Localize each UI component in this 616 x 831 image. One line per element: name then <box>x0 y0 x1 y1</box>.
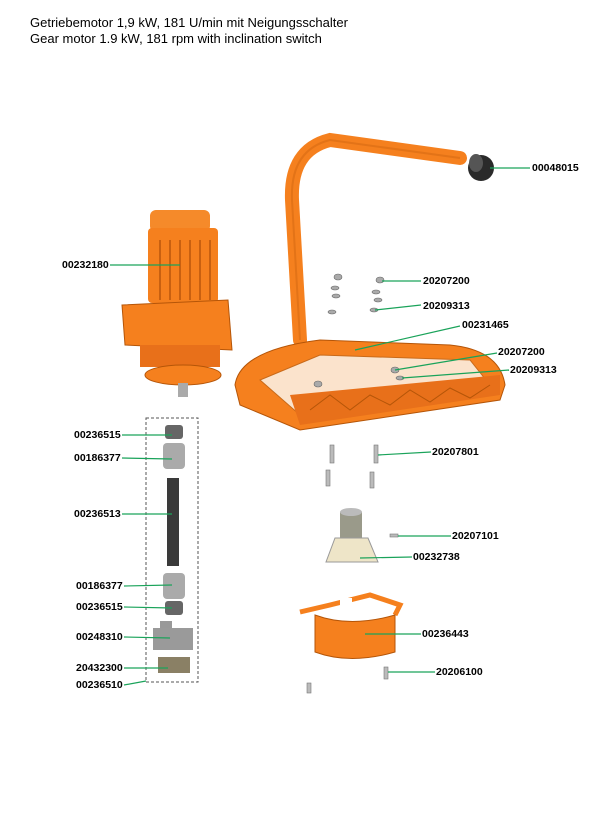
small-hardware <box>313 273 405 388</box>
part-label[interactable]: 20207200 <box>498 346 545 358</box>
bolts <box>306 444 399 694</box>
part-label[interactable]: 20207801 <box>432 446 479 458</box>
leader-lines <box>110 167 530 686</box>
part-label[interactable]: 20209313 <box>423 300 470 312</box>
part-label[interactable]: 00048015 <box>532 162 579 174</box>
cable-kit-box <box>145 417 199 683</box>
title-german: Getriebemotor 1,9 kW, 181 U/min mit Neig… <box>30 15 348 30</box>
handle-tube <box>284 132 467 347</box>
part-label[interactable]: 00186377 <box>74 452 121 464</box>
part-label[interactable]: 20206100 <box>436 666 483 678</box>
cable-kit <box>153 425 193 673</box>
part-label[interactable]: 00236515 <box>74 429 121 441</box>
frame <box>234 339 506 431</box>
part-label[interactable]: 00186377 <box>76 580 123 592</box>
guard-cover <box>299 592 404 659</box>
part-label[interactable]: 00236443 <box>422 628 469 640</box>
part-label[interactable]: 20432300 <box>76 662 123 674</box>
rubber-cap <box>468 154 494 181</box>
part-label[interactable]: 00236513 <box>74 508 121 520</box>
part-label[interactable]: 00236510 <box>76 679 123 691</box>
part-label[interactable]: 20207101 <box>452 530 499 542</box>
part-label[interactable]: 00248310 <box>76 631 123 643</box>
part-label[interactable]: 00231465 <box>462 319 509 331</box>
title-english: Gear motor 1.9 kW, 181 rpm with inclinat… <box>30 31 322 46</box>
part-label[interactable]: 20207200 <box>423 275 470 287</box>
part-label[interactable]: 00236515 <box>76 601 123 613</box>
inclination-switch <box>325 508 379 563</box>
part-label[interactable]: 00232180 <box>62 259 109 271</box>
part-label[interactable]: 20209313 <box>510 364 557 376</box>
gear-motor <box>121 210 233 397</box>
part-label[interactable]: 00232738 <box>413 551 460 563</box>
